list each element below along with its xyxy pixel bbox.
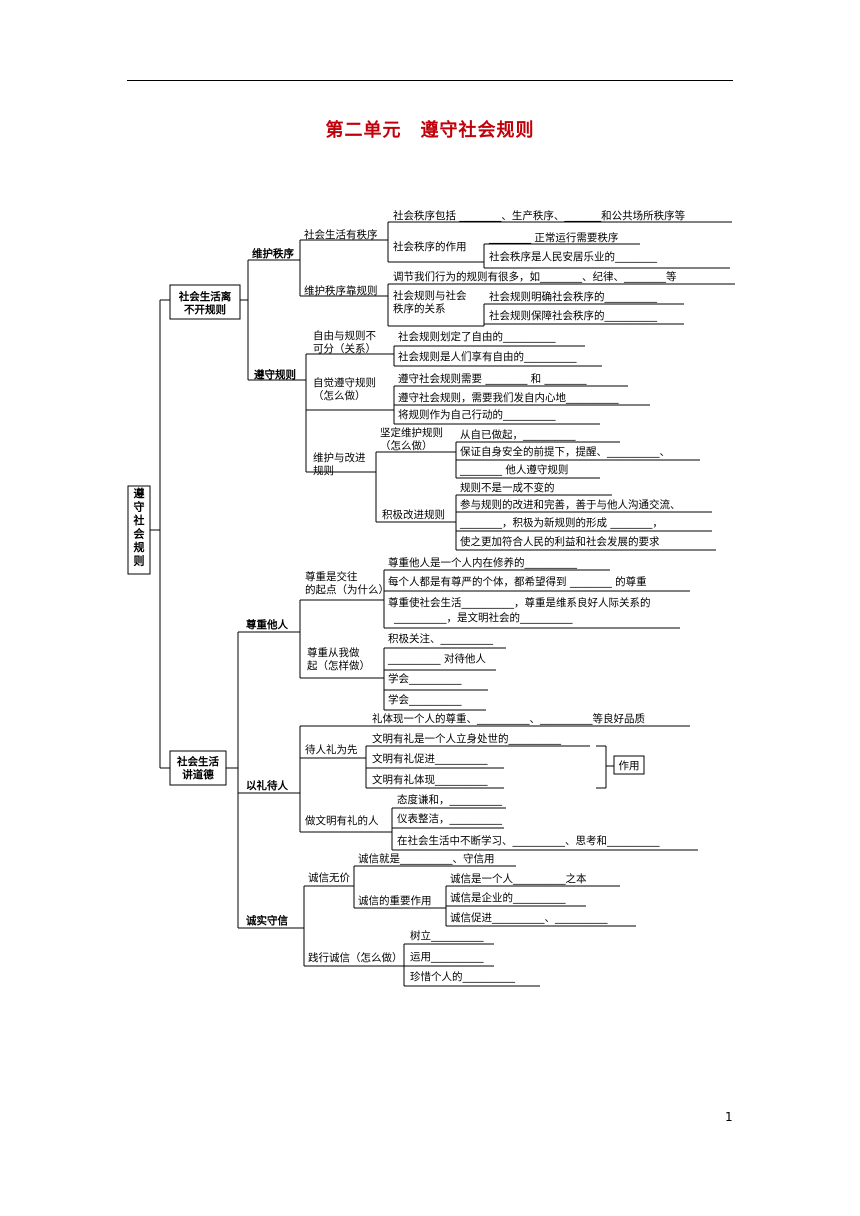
courtesy-first-label: 待人礼为先: [305, 743, 358, 756]
active-label: 积极改进规则: [382, 508, 445, 521]
honesty-prac-1-text: 树立__________: [410, 929, 484, 942]
courtesy-be-1-text: 态度谦和，__________: [397, 793, 503, 806]
respect-why-1-text: 尊重他人是一个人内在修养的__________: [388, 556, 578, 569]
honesty-importance-label: 诚信的重要作用: [358, 894, 432, 907]
freedom-label: 自由与规则不可分（关系）: [313, 329, 376, 355]
courtesy-be-3-text: 在社会生活中不断学习、__________、思考和__________: [397, 834, 660, 847]
courtesy-top-text: 礼体现一个人的尊重、__________、__________等良好品质: [372, 712, 645, 725]
respect-how-label: 尊重从我做起（怎样做）: [307, 646, 370, 672]
honesty-imp-2-text: 诚信是企业的__________: [450, 891, 566, 904]
order-includes-text: 社会秩序包括 ________、生产秩序、_______和公共场所秩序等: [393, 209, 686, 222]
rules-define-text: 社会规则明确社会秩序的__________: [489, 290, 658, 303]
social-life-order-label: 社会生活有秩序: [304, 228, 378, 241]
honesty-prac-3-text: 珍惜个人的__________: [410, 970, 516, 983]
firm-3-text: ________ 他人遵守规则: [459, 463, 568, 476]
maintain-order-label: 维护秩序: [252, 247, 294, 260]
page-number: 1: [725, 1110, 733, 1124]
respect-label: 尊重他人: [246, 618, 288, 631]
courtesy-first-2-text: 文明有礼促进__________: [372, 752, 488, 765]
respect-why-4-text: __________，是文明社会的__________: [393, 611, 573, 624]
firm-label: 坚定维护规则（怎么做）: [380, 426, 443, 452]
courtesy-be-label: 做文明有礼的人: [305, 814, 379, 827]
courtesy-first-1-text: 文明有礼是一个人立身处世的__________: [372, 732, 562, 745]
conscious-3-text: 将规则作为自己行动的__________: [398, 408, 556, 421]
maintain-reform-label: 维护与改进规则: [313, 451, 366, 477]
firm-1-text: 从自已做起，__________: [460, 428, 576, 441]
conscious-2-text: 遵守社会规则，需要我们发自内心地__________: [398, 391, 619, 404]
active-2-text: 参与规则的改进和完善，善于与他人沟通交流、: [460, 498, 681, 511]
order-role-normal-text: ________ 正常运行需要秩序: [488, 231, 618, 244]
honesty-imp-1-text: 诚信是一个人__________之本: [450, 872, 587, 885]
freedom-1-text: 社会规则划定了自由的__________: [398, 330, 556, 343]
courtesy-be-2-text: 仪表整洁，__________: [397, 812, 503, 825]
honesty-value-label: 诚信无价: [308, 872, 350, 884]
rules-many-text: 调节我们行为的规则有很多，如________、纪律、________等: [393, 270, 677, 283]
freedom-2-text: 社会规则是人们享有自由的__________: [398, 350, 577, 363]
respect-how-3-text: 学会__________: [388, 672, 462, 685]
respect-why-label: 尊重是交往的起点（为什么）: [305, 570, 389, 596]
respect-why-3-text: 尊重使社会生活__________，尊重是维系良好人际关系的: [388, 596, 651, 609]
firm-2-text: 保证自身安全的前提下，提醒、__________、: [460, 445, 670, 458]
conscious-label: 自觉遵守规则（怎么做）: [313, 376, 376, 402]
honesty-prac-2-text: 运用__________: [410, 951, 484, 963]
header-rule: [127, 80, 733, 81]
order-role-peace-text: 社会秩序是人民安居乐业的________: [489, 250, 658, 263]
respect-how-4-text: 学会__________: [388, 693, 462, 706]
honesty-label: 诚实守信: [246, 914, 288, 927]
honesty-practice-label: 践行诚信（怎么做）: [308, 951, 403, 964]
active-3-text: ________，积极为新规则的形成 ________，: [459, 516, 663, 529]
respect-why-2-text: 每个人都是有尊严的个体，都希望得到 ________ 的尊重: [388, 575, 647, 588]
rules-relation-label: 社会规则与社会秩序的关系: [393, 289, 467, 315]
order-role-label: 社会秩序的作用: [393, 240, 467, 253]
page-title: 第二单元 遵守社会规则: [325, 120, 535, 141]
effect-label: 作用: [619, 760, 640, 772]
conscious-1-text: 遵守社会规则需要 ________ 和 ________: [398, 372, 587, 385]
respect-how-1-text: 积极关注、__________: [388, 632, 494, 645]
morality-node-label: 社会生活讲道德: [176, 755, 219, 781]
respect-how-2-text: __________ 对待他人: [387, 652, 486, 665]
life-rules-node-label: 社会生活离不开规则: [178, 290, 232, 316]
honesty-value-1-text: 诚信就是__________、守信用: [358, 852, 495, 865]
courtesy-first-3-text: 文明有礼体现__________: [372, 773, 488, 786]
obey-rules-label: 遵守规则: [254, 368, 296, 381]
courtesy-label: 以礼待人: [246, 779, 288, 792]
effect-box: [613, 755, 645, 775]
life-rules-node-box: [169, 284, 241, 320]
rules-guarantee-text: 社会规则保障社会秩序的__________: [489, 309, 658, 322]
active-1-text: 规则不是一成不变的: [460, 481, 555, 494]
maintain-by-rules-label: 维护秩序靠规则: [304, 284, 378, 297]
honesty-imp-3-text: 诚信促进__________、__________: [450, 911, 608, 924]
active-4-text: 使之更加符合人民的利益和社会发展的要求: [460, 535, 660, 548]
root-node-label: 遵守社会规则: [133, 486, 146, 568]
